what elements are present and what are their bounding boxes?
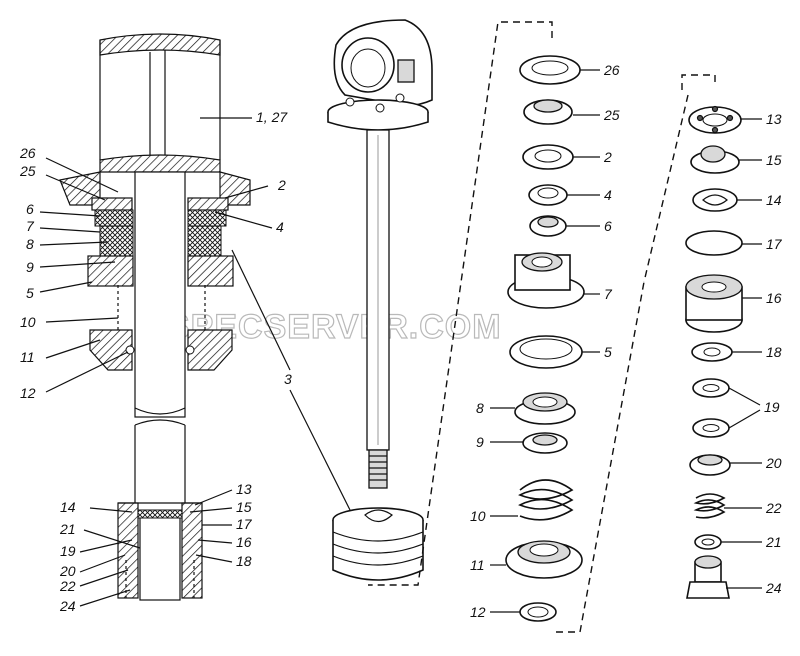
- label-24: 24: [59, 598, 76, 614]
- right-callouts: 13 15 14 17 16 18 19 20 22 21 24: [721, 111, 783, 596]
- label-1-27: 1, 27: [256, 109, 288, 125]
- seal-26-right: [187, 197, 229, 211]
- label-right-18: 18: [766, 344, 782, 360]
- label-7: 7: [26, 218, 35, 234]
- left-assembly: [59, 33, 251, 418]
- label-19: 19: [60, 543, 76, 559]
- piston-rod-eye: [327, 19, 433, 581]
- label-21: 21: [59, 521, 76, 537]
- label-mid-2: 2: [603, 149, 612, 165]
- label-5: 5: [26, 285, 34, 301]
- label-20: 20: [59, 563, 76, 579]
- label-mid-12: 12: [470, 604, 486, 620]
- seal-6-left: [94, 209, 134, 227]
- label-15: 15: [236, 499, 252, 515]
- label-mid-5: 5: [604, 344, 612, 360]
- left-callouts: 26 25 6 7 8 9 5 10 11 12 2 4 1, 27 3: [19, 109, 351, 511]
- label-12: 12: [20, 385, 36, 401]
- label-right-15: 15: [766, 152, 782, 168]
- ring-5-left: [87, 255, 134, 287]
- rod-thread: [368, 449, 388, 489]
- part-22-spring: [693, 493, 726, 519]
- label-11: 11: [20, 349, 35, 365]
- bottom-callouts: 14 21 19 20 22 24 13 15 17 16 18: [59, 481, 253, 614]
- part-14: [692, 188, 738, 212]
- label-4: 4: [276, 219, 284, 235]
- label-mid-6: 6: [604, 218, 612, 234]
- label-8: 8: [26, 236, 34, 252]
- label-2: 2: [277, 177, 286, 193]
- label-25: 25: [19, 163, 36, 179]
- label-right-21: 21: [765, 534, 782, 550]
- middle-column: [505, 55, 585, 622]
- label-mid-4: 4: [604, 187, 612, 203]
- seal-26-left: [91, 197, 133, 211]
- cup-11-right: [187, 329, 233, 371]
- label-right-14: 14: [766, 192, 782, 208]
- label-6: 6: [26, 201, 34, 217]
- label-mid-10: 10: [470, 508, 486, 524]
- label-10: 10: [20, 314, 36, 330]
- label-mid-8: 8: [476, 400, 484, 416]
- dashed-brackets: [368, 21, 716, 633]
- seal-8-right: [187, 225, 222, 257]
- label-3: 3: [284, 371, 292, 387]
- valve-stem-24: [139, 514, 181, 601]
- lower-rod: [117, 419, 203, 601]
- label-right-22: 22: [765, 500, 782, 516]
- label-18: 18: [236, 553, 252, 569]
- label-9: 9: [26, 259, 34, 275]
- part-17: [685, 230, 743, 256]
- label-mid-9: 9: [476, 434, 484, 450]
- label-mid-11: 11: [470, 557, 485, 573]
- right-column: [685, 105, 743, 599]
- label-mid-25: 25: [603, 107, 620, 123]
- label-26: 26: [19, 145, 36, 161]
- cup-11-left: [89, 329, 133, 371]
- label-right-13: 13: [766, 111, 782, 127]
- cylinder-base: [99, 154, 221, 173]
- label-right-24: 24: [765, 580, 782, 596]
- label-right-20: 20: [765, 455, 782, 471]
- seal-6-right: [187, 209, 227, 227]
- label-mid-7: 7: [604, 286, 613, 302]
- ring-5-right: [187, 255, 234, 287]
- seal-8-left: [99, 225, 134, 257]
- middle-callouts: 26 25 2 4 6 7 5 8 9 10 11 12: [470, 62, 620, 620]
- part-10-spring: [518, 479, 574, 521]
- cylinder-top-cap: [99, 33, 221, 56]
- piston-rod: [134, 171, 186, 418]
- label-right-19: 19: [764, 399, 780, 415]
- label-17: 17: [236, 516, 253, 532]
- label-14: 14: [60, 499, 76, 515]
- label-right-17: 17: [766, 236, 783, 252]
- valve-body-left: [117, 502, 139, 599]
- label-22: 22: [59, 578, 76, 594]
- label-mid-26: 26: [603, 62, 620, 78]
- label-13: 13: [236, 481, 252, 497]
- label-right-16: 16: [766, 290, 782, 306]
- valve-body-right: [181, 502, 203, 599]
- label-16: 16: [236, 534, 252, 550]
